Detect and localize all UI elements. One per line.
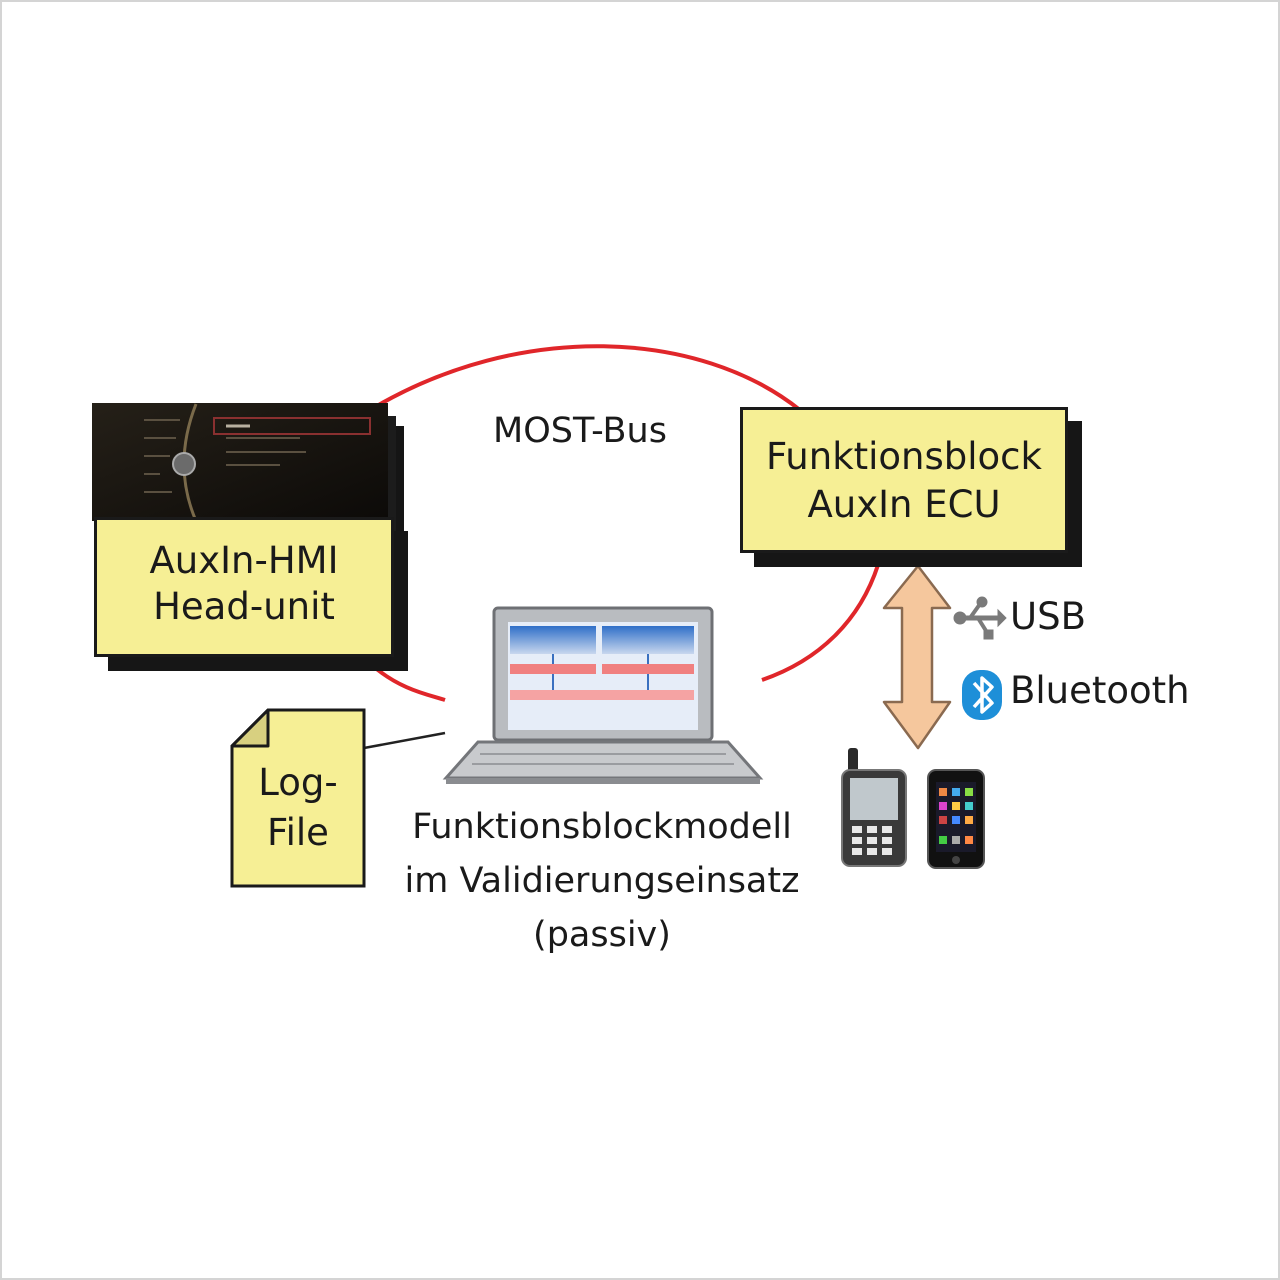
- head-unit-title-line2: Head-unit: [153, 585, 335, 628]
- usb-icon: [953, 596, 1007, 640]
- most-bus-label: MOST-Bus: [493, 411, 667, 451]
- head-unit-box: AuxIn-HMI Head-unit: [94, 517, 394, 657]
- double-arrow: [882, 564, 952, 750]
- logfile-label-line2: File: [267, 811, 329, 854]
- ecu-title-line1: Funktionsblock: [766, 435, 1042, 478]
- laptop-icon: [442, 606, 764, 784]
- logfile-document-icon: [230, 708, 366, 888]
- ecu-box: Funktionsblock AuxIn ECU: [740, 407, 1068, 553]
- mp3-player-icon: [927, 769, 985, 869]
- ecu-title-line2: AuxIn ECU: [807, 483, 1001, 526]
- laptop-caption-line3: (passiv): [533, 915, 671, 955]
- most-bus-ring: [368, 344, 880, 702]
- laptop-caption-line2: im Validierungseinsatz: [404, 861, 800, 901]
- usb-label: USB: [1010, 595, 1086, 638]
- bluetooth-icon: [962, 670, 1002, 720]
- bluetooth-label: Bluetooth: [1010, 669, 1190, 712]
- logfile-label-line1: Log-: [258, 761, 338, 804]
- laptop-caption-line1: Funktionsblockmodell: [412, 807, 792, 847]
- pda-phone-icon: [841, 748, 907, 867]
- logfile-connector: [363, 731, 446, 750]
- head-unit-title-line1: AuxIn-HMI: [149, 539, 339, 582]
